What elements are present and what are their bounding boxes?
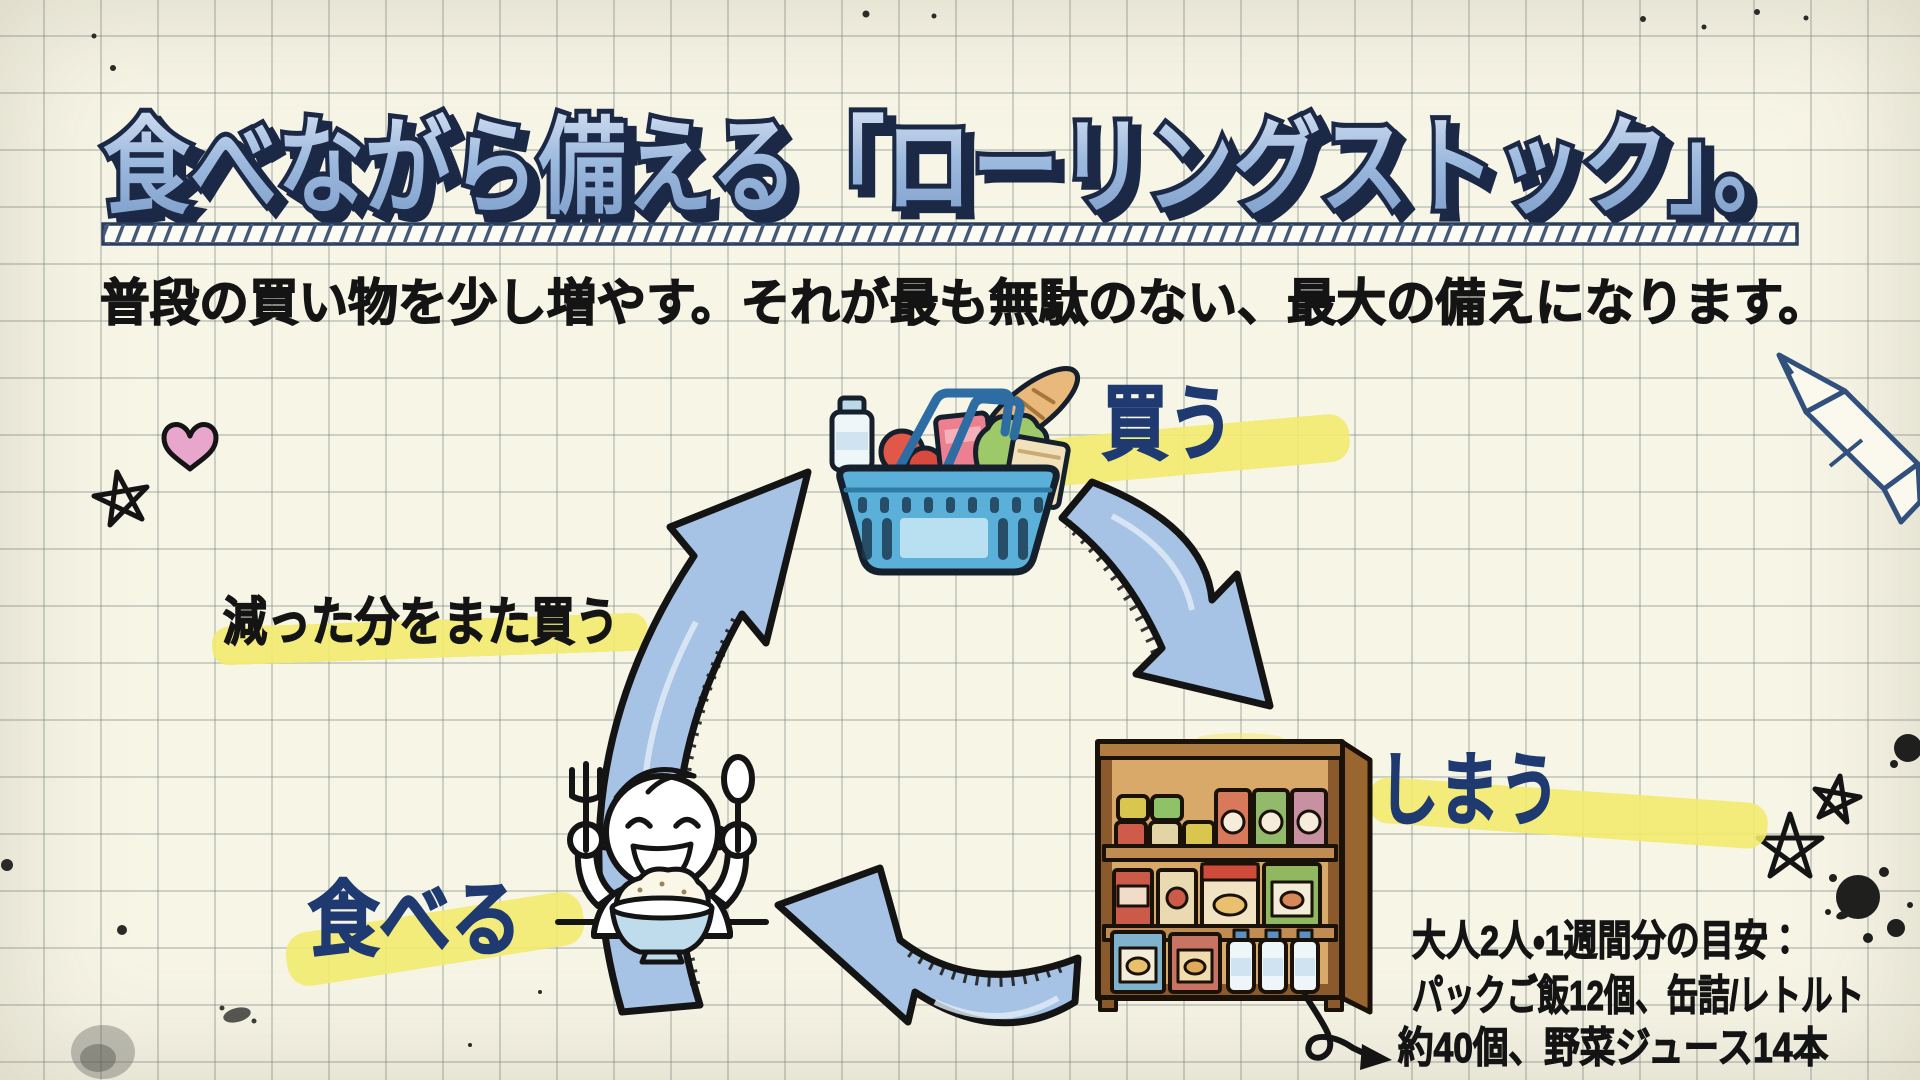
basket-slots xyxy=(858,497,1043,560)
smudge xyxy=(71,1005,257,1079)
paper-specks xyxy=(1,9,1809,1047)
shelf-items-bottom xyxy=(1110,928,1320,994)
loop-annotation: 減った分をまた買う xyxy=(223,594,619,652)
eye xyxy=(625,816,653,829)
label-highlights xyxy=(212,414,1768,986)
note-line-3: 約40個、野菜ジュース14本 xyxy=(1398,1024,1829,1071)
rice-bowl xyxy=(609,866,715,965)
stock-note: 大人2人・1週間分の目安： パックご飯12個、缶詰/レトルト 約40個、野菜ジュ… xyxy=(1397,916,1864,1071)
eat-step-label: 食べる xyxy=(308,875,522,966)
shelf-items-middle xyxy=(1112,862,1322,929)
shelf-items-top xyxy=(1114,788,1328,850)
cycle-arrow-store-to-eat xyxy=(774,864,1082,1027)
spoon xyxy=(721,754,755,853)
shelf-board-upper xyxy=(1102,844,1338,862)
fork xyxy=(569,761,603,853)
shopping-basket-illustration xyxy=(829,366,1080,576)
store-label-highlight xyxy=(1368,777,1768,849)
page-title: 食べながら備える「ローリングストック」。 xyxy=(103,109,1800,227)
squiggle-arrow-doodle xyxy=(1302,992,1392,1070)
store-step-label: しまう xyxy=(1378,746,1560,835)
buy-label-highlight xyxy=(1040,414,1350,486)
hair xyxy=(613,767,697,801)
buy-step-label: 買う xyxy=(1102,379,1234,470)
page-title-shadow: 食べながら備える「ローリングストック」。 xyxy=(112,117,1809,235)
page-title-group: 食べながら備える「ローリングストック」。 食べながら備える「ローリングストック」… xyxy=(98,104,1814,246)
heart-doodle xyxy=(161,422,219,472)
eat-label-highlight xyxy=(285,892,585,986)
star-doodle xyxy=(91,469,1863,879)
pen-doodle xyxy=(1776,352,1920,525)
basket-label xyxy=(900,518,988,558)
title-underline xyxy=(101,222,1799,246)
ink-splat xyxy=(1825,734,1920,943)
shelf-side-panel xyxy=(1339,739,1373,1015)
eating-person-illustration xyxy=(555,754,769,965)
note-line-1: 大人2人・1週間分の目安： xyxy=(1412,917,1802,964)
note-line-2: パックご飯12個、缶詰/レトルト xyxy=(1412,972,1864,1019)
eye xyxy=(673,816,701,829)
page-subtitle: 普段の買い物を少し増やす。それが最も無駄のない、最大の備えになります。 xyxy=(100,275,1828,331)
basket-handles xyxy=(893,388,1025,475)
pantry-shelf-illustration xyxy=(1095,739,1373,1015)
cycle-arrow-buy-to-store xyxy=(1058,478,1274,710)
loop-label-highlight xyxy=(212,612,648,666)
